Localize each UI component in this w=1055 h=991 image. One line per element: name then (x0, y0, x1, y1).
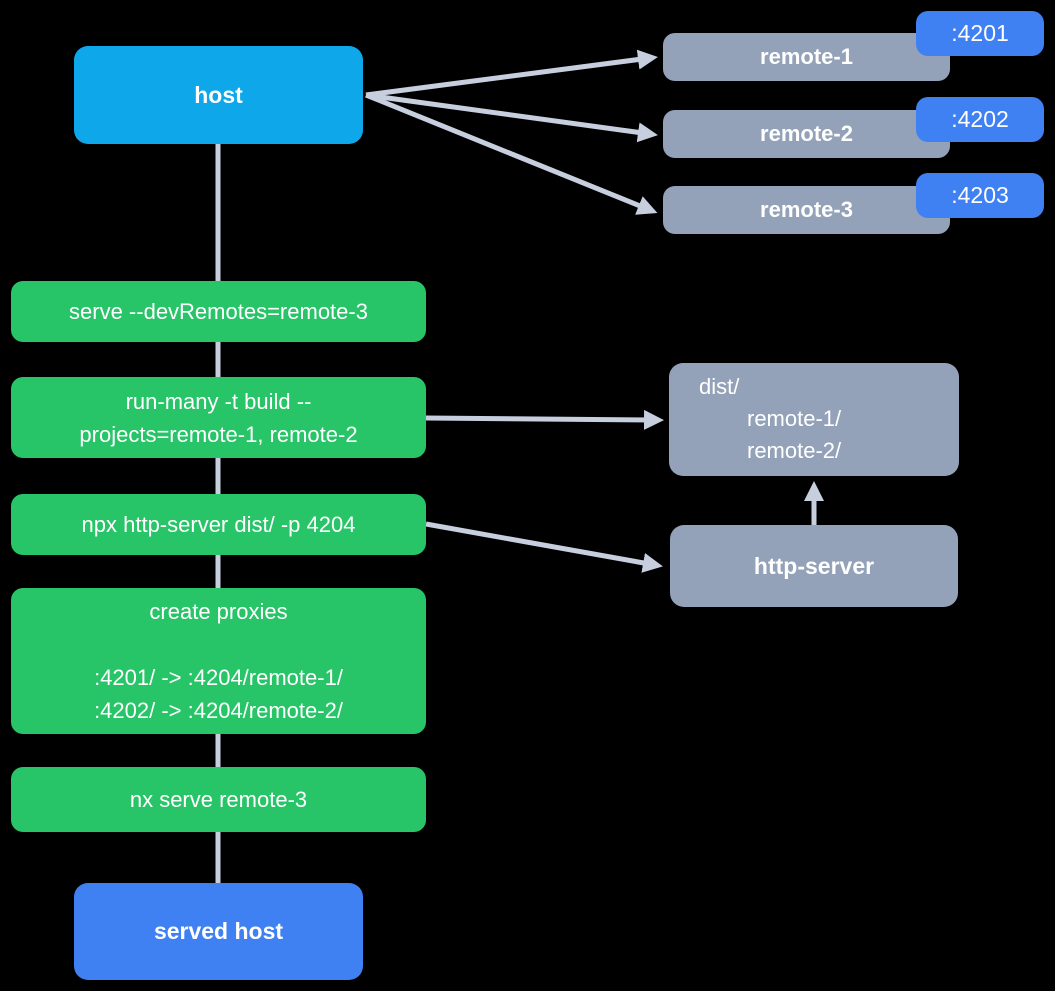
host-label: host (194, 81, 243, 108)
remote-2-port-badge: :4202 (916, 97, 1044, 142)
remote-2-label: remote-2 (760, 121, 853, 146)
step-run-many-line-2: projects=remote-1, remote-2 (79, 421, 358, 447)
step-run-many-line-1: run-many -t build -- (125, 388, 312, 414)
remote-1-port-badge: :4201 (916, 11, 1044, 56)
step-npx-http-server: npx http-server dist/ -p 4204 (11, 494, 426, 555)
step-run-many-build: run-many -t build -- projects=remote-1, … (11, 377, 426, 458)
remote-3-port: :4203 (951, 182, 1009, 208)
remote-2-port: :4202 (951, 106, 1009, 132)
dist-remote-1-label: remote-1/ (747, 406, 842, 431)
step-serve-devremotes: serve --devRemotes=remote-3 (11, 281, 426, 342)
remote-3-node: remote-3 (663, 186, 950, 234)
step-create-proxies: create proxies :4201/ -> :4204/remote-1/… (11, 588, 426, 734)
host-node: host (74, 46, 363, 144)
arrow-host-to-remote-3 (365, 92, 658, 215)
dist-root-label: dist/ (699, 374, 740, 399)
arrow-npx-to-http-server (425, 521, 663, 573)
dist-folder-node: dist/ remote-1/ remote-2/ (669, 363, 959, 476)
dist-remote-2-label: remote-2/ (747, 438, 842, 463)
arrow-build-to-dist (425, 409, 664, 430)
remote-2-node: remote-2 (663, 110, 950, 158)
step-npx-http-server-label: npx http-server dist/ -p 4204 (81, 512, 356, 537)
create-proxies-spacer (11, 628, 426, 661)
remote-1-node: remote-1 (663, 33, 950, 81)
arrow-host-to-remote-2 (365, 92, 658, 143)
remote-3-port-badge: :4203 (916, 173, 1044, 218)
http-server-node: http-server (670, 525, 958, 607)
http-server-label: http-server (753, 552, 875, 579)
step-nx-serve-remote-3: nx serve remote-3 (11, 767, 426, 832)
create-proxies-title: create proxies (149, 599, 288, 624)
proxy-mapping-4201: :4201/ -> :4204/remote-1/ (94, 665, 343, 690)
remote-1-port: :4201 (951, 20, 1009, 46)
remote-3-label: remote-3 (760, 197, 853, 222)
proxy-mapping-4202: :4202/ -> :4204/remote-2/ (94, 698, 343, 723)
step-serve-devremotes-label: serve --devRemotes=remote-3 (69, 299, 368, 324)
served-host-node: served host (74, 883, 363, 980)
served-host-label: served host (153, 918, 284, 944)
arrow-host-to-remote-1 (365, 49, 658, 98)
remote-1-label: remote-1 (760, 44, 853, 69)
step-nx-serve-remote-3-label: nx serve remote-3 (129, 787, 308, 812)
